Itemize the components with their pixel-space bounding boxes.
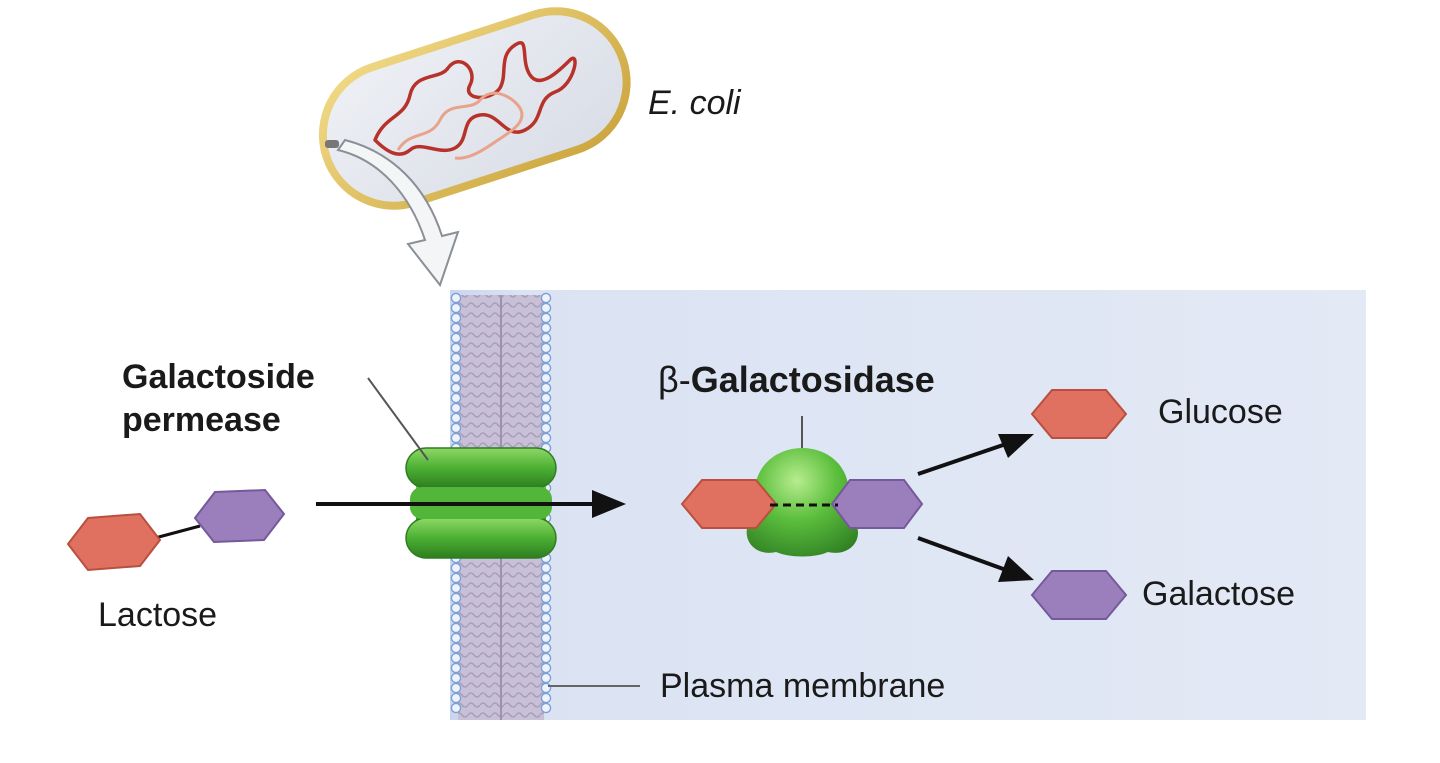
lipid-head <box>540 322 552 334</box>
lipid-head <box>450 702 462 714</box>
lipid-head <box>450 582 462 594</box>
lipid-head <box>540 692 552 704</box>
galactose-arrow <box>917 536 1007 572</box>
lipid-head <box>450 612 462 624</box>
beta-galactosidase-enzyme <box>746 448 859 557</box>
glucose-label: Glucose <box>1158 393 1283 431</box>
lipid-head <box>450 362 462 374</box>
lipid-head <box>450 412 462 424</box>
lipid-head <box>540 612 552 624</box>
membrane-label: Plasma membrane <box>660 667 946 705</box>
ecoli-label: E. coli <box>648 84 741 122</box>
lipid-head <box>450 592 462 604</box>
lipid-head <box>540 382 552 394</box>
lipid-head <box>450 672 462 684</box>
lipid-head <box>540 422 552 434</box>
enzyme-label: β-Galactosidase <box>658 362 935 398</box>
lipid-head <box>450 352 462 364</box>
lipid-head <box>540 672 552 684</box>
dna-strand <box>373 41 577 156</box>
lactose-glucose-hexagon <box>66 512 162 572</box>
zoom-marker <box>325 140 339 148</box>
lipid-head <box>540 302 552 314</box>
lipid-head <box>540 642 552 654</box>
lipid-head <box>450 382 462 394</box>
enzyme-label-prefix: β- <box>658 359 691 400</box>
lipid-head <box>540 372 552 384</box>
lipid-head <box>450 312 462 324</box>
galactose-hexagon <box>1030 570 1128 620</box>
lipid-head <box>540 392 552 404</box>
lipid-head <box>450 432 462 444</box>
dna-strand-light <box>396 91 524 160</box>
lactose-galactose-hexagon <box>193 488 286 544</box>
lipid-head <box>450 562 462 574</box>
glucose-arrowhead <box>998 434 1034 458</box>
lipid-head <box>540 682 552 694</box>
lipid-head <box>540 652 552 664</box>
lipid-head <box>540 572 552 584</box>
lipid-head <box>540 562 552 574</box>
lipid-head <box>450 342 462 354</box>
glucose-arrow <box>917 442 1007 476</box>
lipid-head <box>450 392 462 404</box>
lipid-head <box>540 292 552 304</box>
lipid-head <box>540 362 552 374</box>
enzyme-label-name: Galactosidase <box>690 359 935 400</box>
lipid-head <box>450 322 462 334</box>
lactose-molecule <box>66 488 286 572</box>
permease-label-pointer <box>367 377 429 461</box>
zoom-arrow <box>336 138 460 288</box>
lipid-head <box>540 582 552 594</box>
lipid-head <box>450 642 462 654</box>
lipid-head <box>540 662 552 674</box>
lipid-head <box>540 632 552 644</box>
lipid-head <box>450 622 462 634</box>
lipid-head <box>540 402 552 414</box>
galactose-label: Galactose <box>1142 575 1296 613</box>
lipid-head <box>450 572 462 584</box>
lipid-head <box>450 632 462 644</box>
lipid-head <box>540 412 552 424</box>
lipid-head <box>450 332 462 344</box>
substrate-glucose-hexagon <box>680 479 778 529</box>
lipid-head <box>540 342 552 354</box>
lipid-head <box>450 662 462 674</box>
lipid-head <box>450 652 462 664</box>
lipid-head <box>540 432 552 444</box>
lipid-head <box>540 332 552 344</box>
permease-label-line1: Galactoside <box>122 358 315 396</box>
lipid-head <box>540 592 552 604</box>
lipid-head <box>450 602 462 614</box>
lipid-head <box>540 352 552 364</box>
lipid-head <box>450 372 462 384</box>
lipid-head <box>450 302 462 314</box>
lipid-head <box>540 622 552 634</box>
transport-arrowhead <box>592 490 626 518</box>
lipid-head <box>540 312 552 324</box>
lipid-head <box>450 682 462 694</box>
lipid-head <box>540 702 552 714</box>
lipid-head <box>450 422 462 434</box>
lipid-head <box>450 292 462 304</box>
lipid-head <box>540 602 552 614</box>
glucose-hexagon <box>1030 389 1128 439</box>
lipid-head <box>450 692 462 704</box>
substrate-galactose-hexagon <box>830 479 924 529</box>
galactose-arrowhead <box>998 556 1034 582</box>
lipid-head <box>450 402 462 414</box>
lactose-label: Lactose <box>98 596 218 634</box>
permease-label-line2: permease <box>122 401 281 439</box>
